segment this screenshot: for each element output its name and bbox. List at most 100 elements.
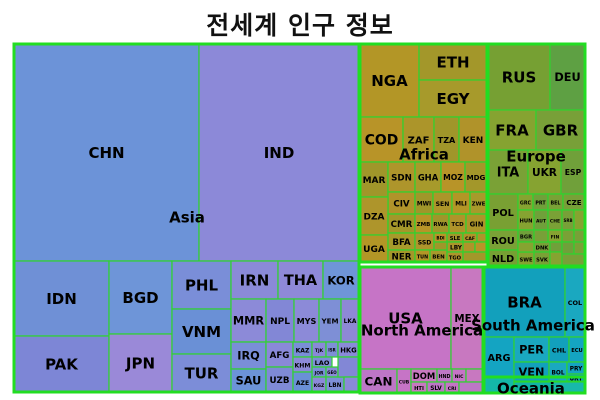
cell-label-grc: GRC [520, 201, 532, 207]
cell-label-nga: NGA [371, 72, 408, 90]
cell-label-zaf: ZAF [408, 136, 430, 147]
cell-unlabeled [549, 251, 563, 267]
region-label-south-america: South America [471, 317, 595, 335]
cell-irq [230, 341, 267, 370]
cell-label-hti: HTI [414, 386, 424, 392]
cell-tza [433, 116, 460, 163]
cell-ita [487, 149, 529, 195]
cell-unlabeled [433, 241, 448, 251]
cell-label-cod: COD [365, 133, 399, 149]
cell-label-dnk: DNK [536, 246, 550, 252]
cell-label-sen: SEN [436, 201, 450, 208]
cell-label-lka: LKA [344, 319, 357, 325]
cell-irn [230, 260, 279, 300]
cell-label-per: PER [519, 344, 544, 357]
cell-label-mmr: MMR [233, 315, 264, 328]
cell-label-uzb: UZB [270, 376, 290, 386]
cell-label-afg: AFG [270, 351, 290, 361]
cell-tur [171, 353, 232, 393]
cell-unlabeled [561, 229, 575, 243]
cell-unlabeled [561, 253, 586, 267]
cell-unlabeled [561, 241, 575, 255]
cell-label-ury: URY [569, 377, 583, 383]
cell-label-ita: ITA [497, 166, 520, 181]
cell-label-pak: PAK [45, 356, 79, 374]
cell-label-caf: CAF [465, 236, 475, 242]
cell-unlabeled [343, 376, 360, 393]
cell-unlabeled [573, 209, 586, 231]
cell-vnm [171, 308, 232, 355]
cell-label-jor: JOR [314, 371, 324, 377]
cell-label-rwa: RWA [433, 222, 448, 228]
region-label-asia: Asia [169, 209, 205, 227]
cell-label-ssd: SSD [418, 240, 432, 247]
cell-label-sau: SAU [236, 375, 262, 388]
cell-mys [293, 298, 320, 343]
cell-label-fra: FRA [495, 122, 529, 140]
cell-unlabeled [573, 241, 586, 255]
cell-arg [483, 336, 515, 378]
cell-label-bra: BRA [507, 294, 542, 312]
cell-label-kgz: KGZ [314, 383, 325, 389]
cell-label-bgd: BGD [122, 289, 158, 307]
cell-label-lby: LBY [450, 246, 463, 252]
cell-unlabeled [533, 229, 549, 243]
cell-label-isr: ISR [328, 348, 335, 353]
cell-label-lao: LAO [315, 359, 330, 367]
cell-label-tur: TUR [185, 365, 219, 383]
cell-label-eth: ETH [436, 54, 469, 72]
cell-label-ecu: ECU [571, 348, 583, 354]
cell-label-che: CHE [550, 219, 560, 225]
cell-label-svk: SVK [536, 258, 549, 264]
region-label-europe: Europe [506, 148, 566, 166]
cell-label-srb: SRB [563, 218, 572, 223]
cell-uga [359, 234, 389, 263]
cell-label-gha: GHA [418, 173, 439, 183]
cell-label-uga: UGA [363, 245, 385, 255]
cell-mmr [230, 298, 267, 343]
cell-chn [13, 43, 200, 262]
cell-label-aze: AZE [296, 380, 309, 387]
cell-unlabeled [549, 241, 563, 253]
cell-label-khm: KHM [295, 363, 311, 370]
cell-label-mwi: MWI [417, 202, 431, 208]
cell-label-bfa: BFA [392, 238, 411, 248]
cell-eth [418, 43, 488, 81]
cell-label-mex: MEX [454, 313, 479, 325]
cell-label-tgo: TGO [449, 256, 462, 262]
cell-unlabeled [474, 241, 488, 253]
cell-label-hkg: HKG [340, 347, 357, 355]
cell-label-irn: IRN [240, 272, 270, 290]
cell-unlabeled [458, 381, 484, 394]
cell-label-bgr: BGR [520, 235, 532, 241]
cell-label-gin: GIN [470, 221, 484, 229]
cell-label-npl: NPL [270, 317, 290, 327]
cell-label-egy: EGY [436, 90, 470, 108]
cell-label-nld: NLD [492, 254, 514, 265]
cell-label-ken: KEN [463, 136, 484, 146]
cell-label-idn: IDN [46, 290, 77, 308]
cell-unlabeled [517, 241, 535, 253]
cell-label-hun: HUN [520, 219, 533, 225]
cell-label-aut: AUT [536, 219, 547, 225]
cell-label-bdi: BDI [436, 236, 445, 241]
cell-label-hnd: HND [438, 374, 450, 380]
cell-label-ben: BEN [432, 255, 445, 261]
cell-label-can: CAN [365, 375, 393, 389]
cell-label-ind: IND [264, 144, 295, 162]
cell-label-mdg: MDG [467, 173, 486, 182]
cell-idn [13, 260, 110, 337]
cell-label-swe: SWE [519, 258, 532, 264]
region-label-africa: Africa [399, 146, 449, 164]
cell-label-arg: ARG [488, 353, 511, 364]
cell-label-col: COL [568, 299, 582, 307]
cell-label-kor: KOR [327, 274, 354, 288]
cell-bra [483, 266, 566, 338]
cell-label-civ: CIV [393, 200, 410, 210]
cell-unlabeled [462, 241, 476, 253]
region-border-oceania [482, 375, 587, 395]
cell-label-moz: MOZ [443, 173, 463, 182]
